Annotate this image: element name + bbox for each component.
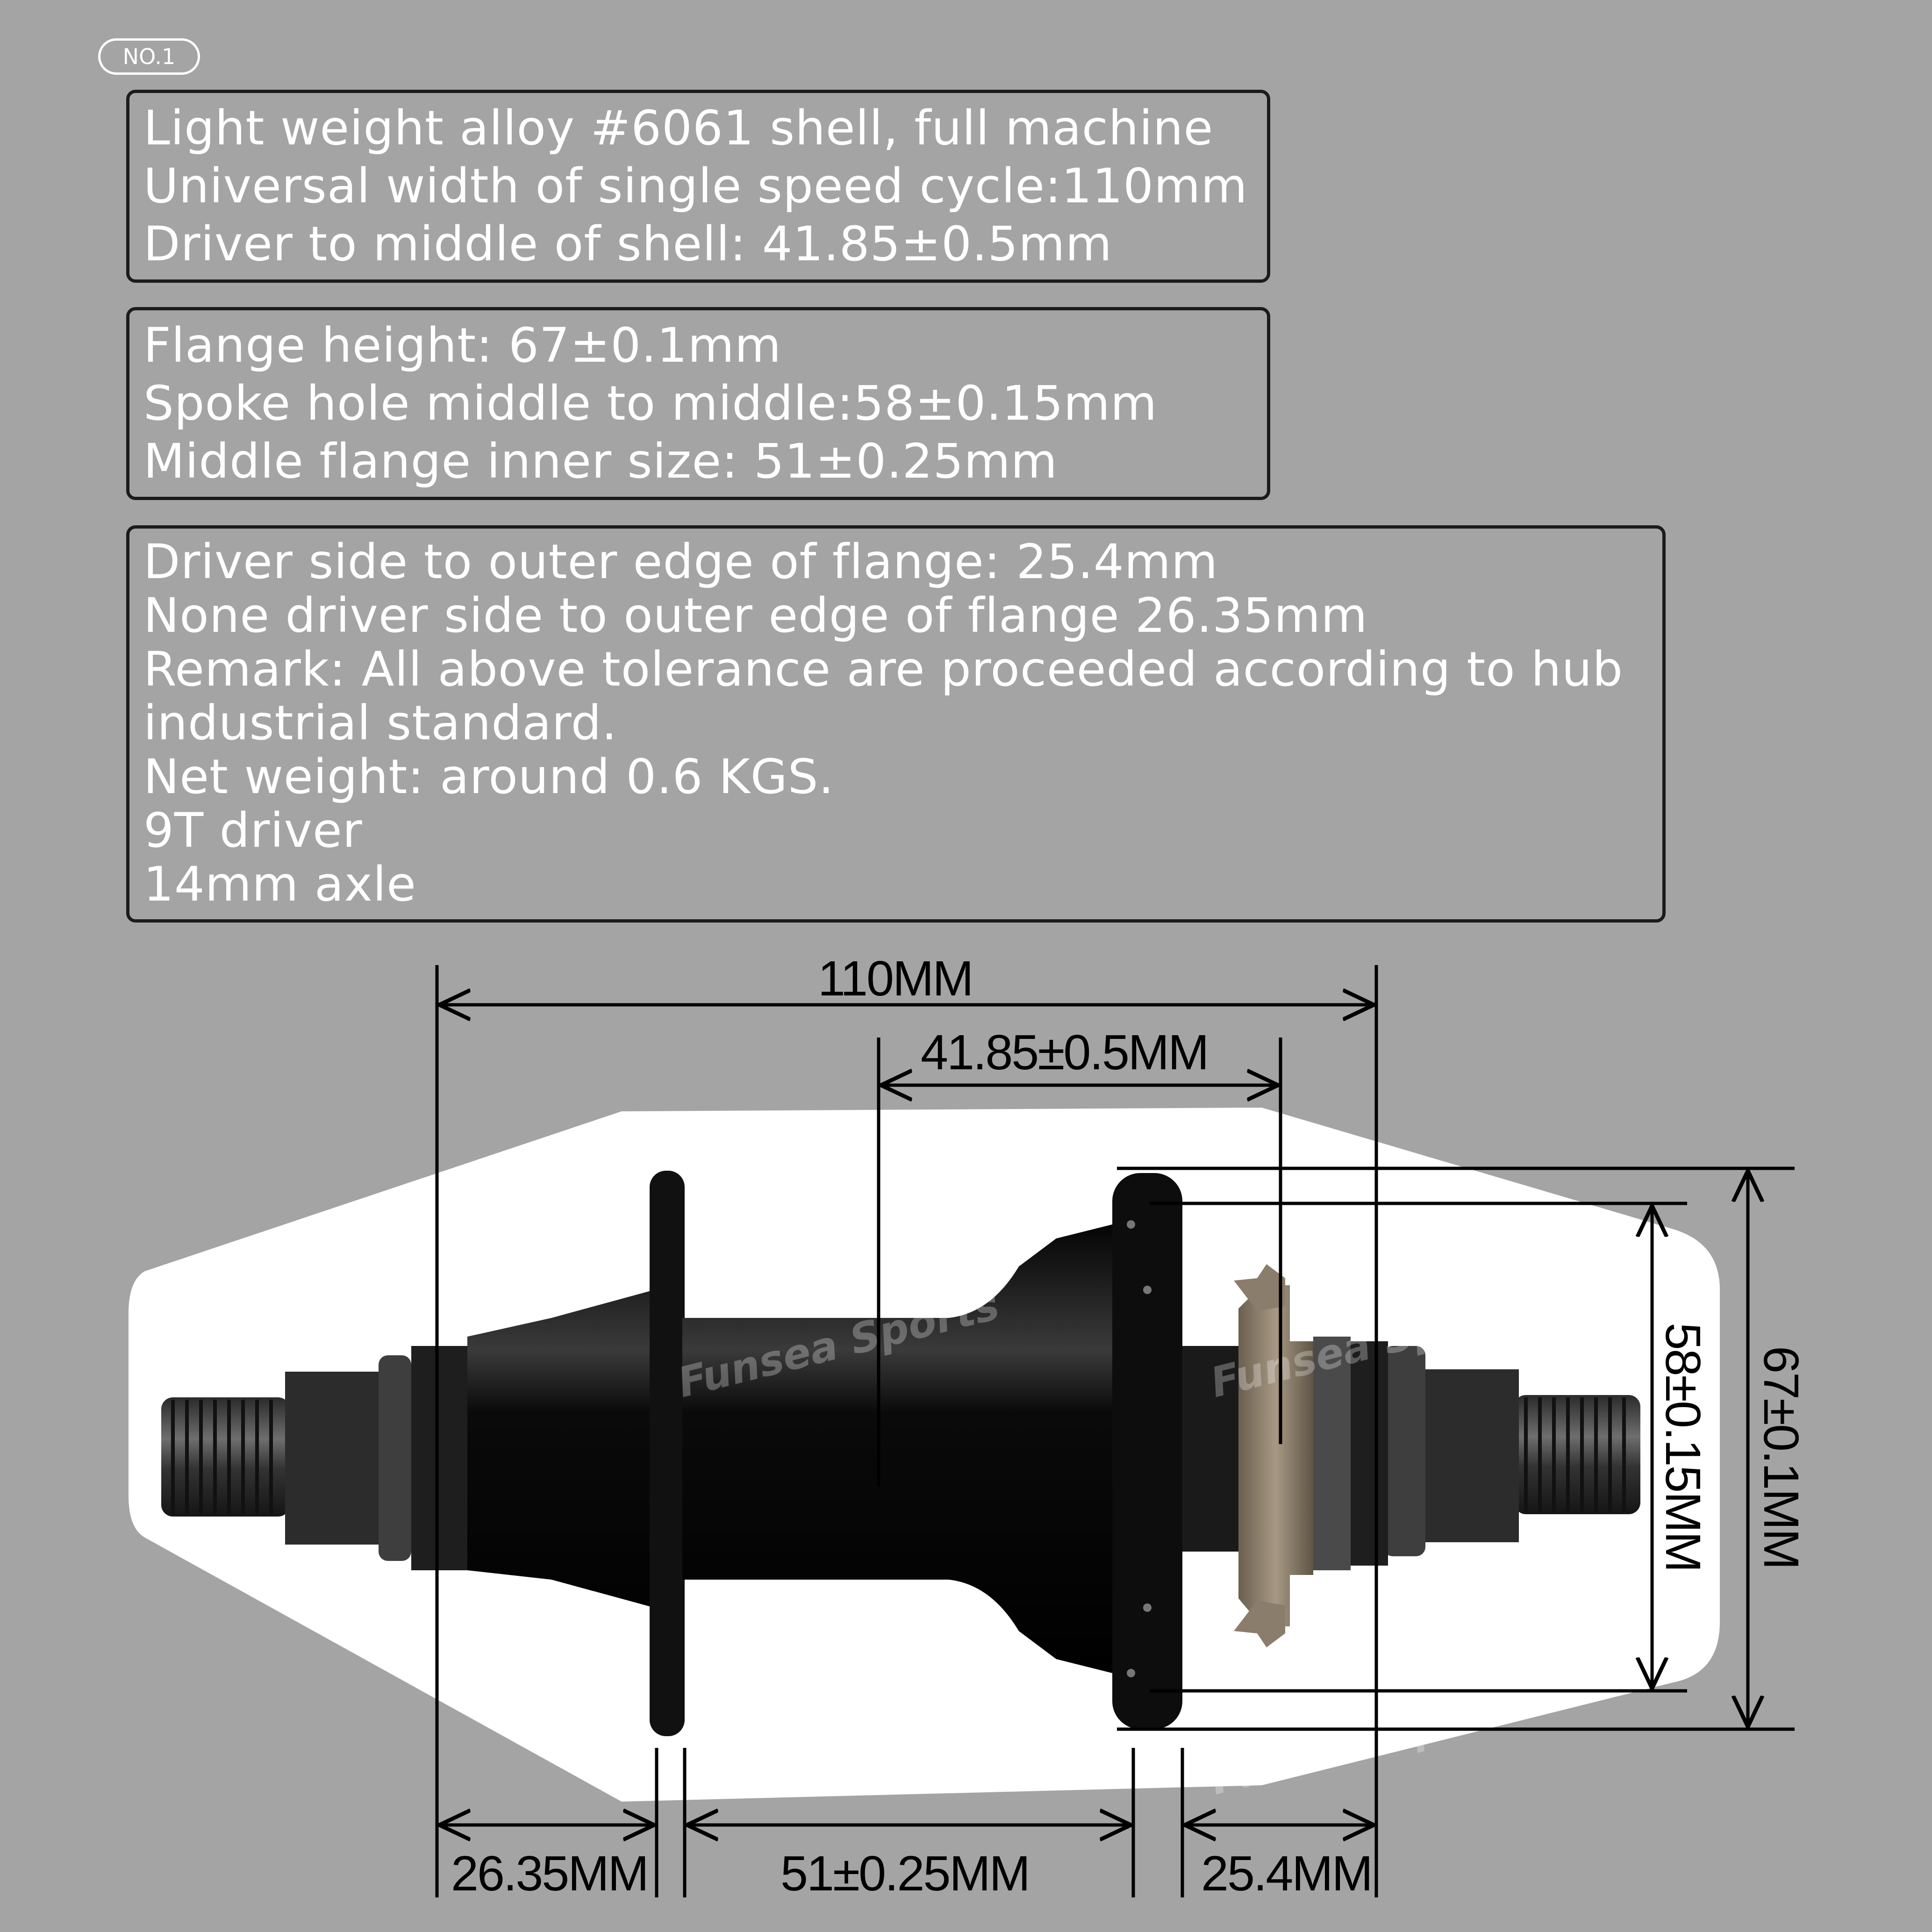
- spec-line: Middle flange inner size: 51±0.25mm: [143, 434, 1058, 489]
- spec-line: Remark: All above tolerance are proceede…: [143, 642, 1624, 697]
- dim-spoke-hole-label: 58±0.15MM: [1655, 1323, 1710, 1571]
- right-axle: [1351, 1341, 1640, 1566]
- page-number-badge: NO.1: [98, 38, 200, 75]
- dim-flange-inner-label: 51±0.25MM: [780, 1846, 1029, 1901]
- dim-flange-height-label: 67±0.1MM: [1753, 1346, 1809, 1568]
- spec-line: None driver side to outer edge of flange…: [143, 588, 1368, 644]
- spec-line: Driver to middle of shell: 41.85±0.5mm: [143, 216, 1112, 272]
- dimension-arrows: [439, 1005, 1748, 1825]
- spec-line: industrial standard.: [143, 695, 617, 751]
- spec-line: 14mm axle: [143, 857, 416, 912]
- spec-line: Spoke hole middle to middle:58±0.15mm: [143, 376, 1158, 431]
- spec-line: Light weight alloy #6061 shell, full mac…: [143, 100, 1214, 156]
- dim-overall-width-label: 110MM: [818, 951, 973, 1006]
- spec-box-driver: Driver side to outer edge of flange: 25.…: [126, 525, 1666, 923]
- spec-line: Flange height: 67±0.1mm: [143, 318, 782, 373]
- dim-driver-flange-label: 25.4MM: [1201, 1846, 1372, 1901]
- dim-driver-to-middle-label: 41.85±0.5MM: [921, 1025, 1208, 1080]
- extension-lines: [435, 965, 1795, 1897]
- spec-box-flange: Flange height: 67±0.1mm Spoke hole middl…: [126, 307, 1270, 500]
- spec-line: Net weight: around 0.6 KGS.: [143, 749, 834, 805]
- dim-non-driver-flange-label: 26.35MM: [451, 1846, 648, 1901]
- left-axle: [161, 1346, 467, 1570]
- spec-line: Universal width of single speed cycle:11…: [143, 158, 1248, 214]
- spec-line: 9T driver: [143, 803, 363, 859]
- spec-line: Driver side to outer edge of flange: 25.…: [143, 534, 1218, 590]
- hub-shell: [467, 1171, 1262, 1736]
- spec-box-shell: Light weight alloy #6061 shell, full mac…: [126, 90, 1270, 283]
